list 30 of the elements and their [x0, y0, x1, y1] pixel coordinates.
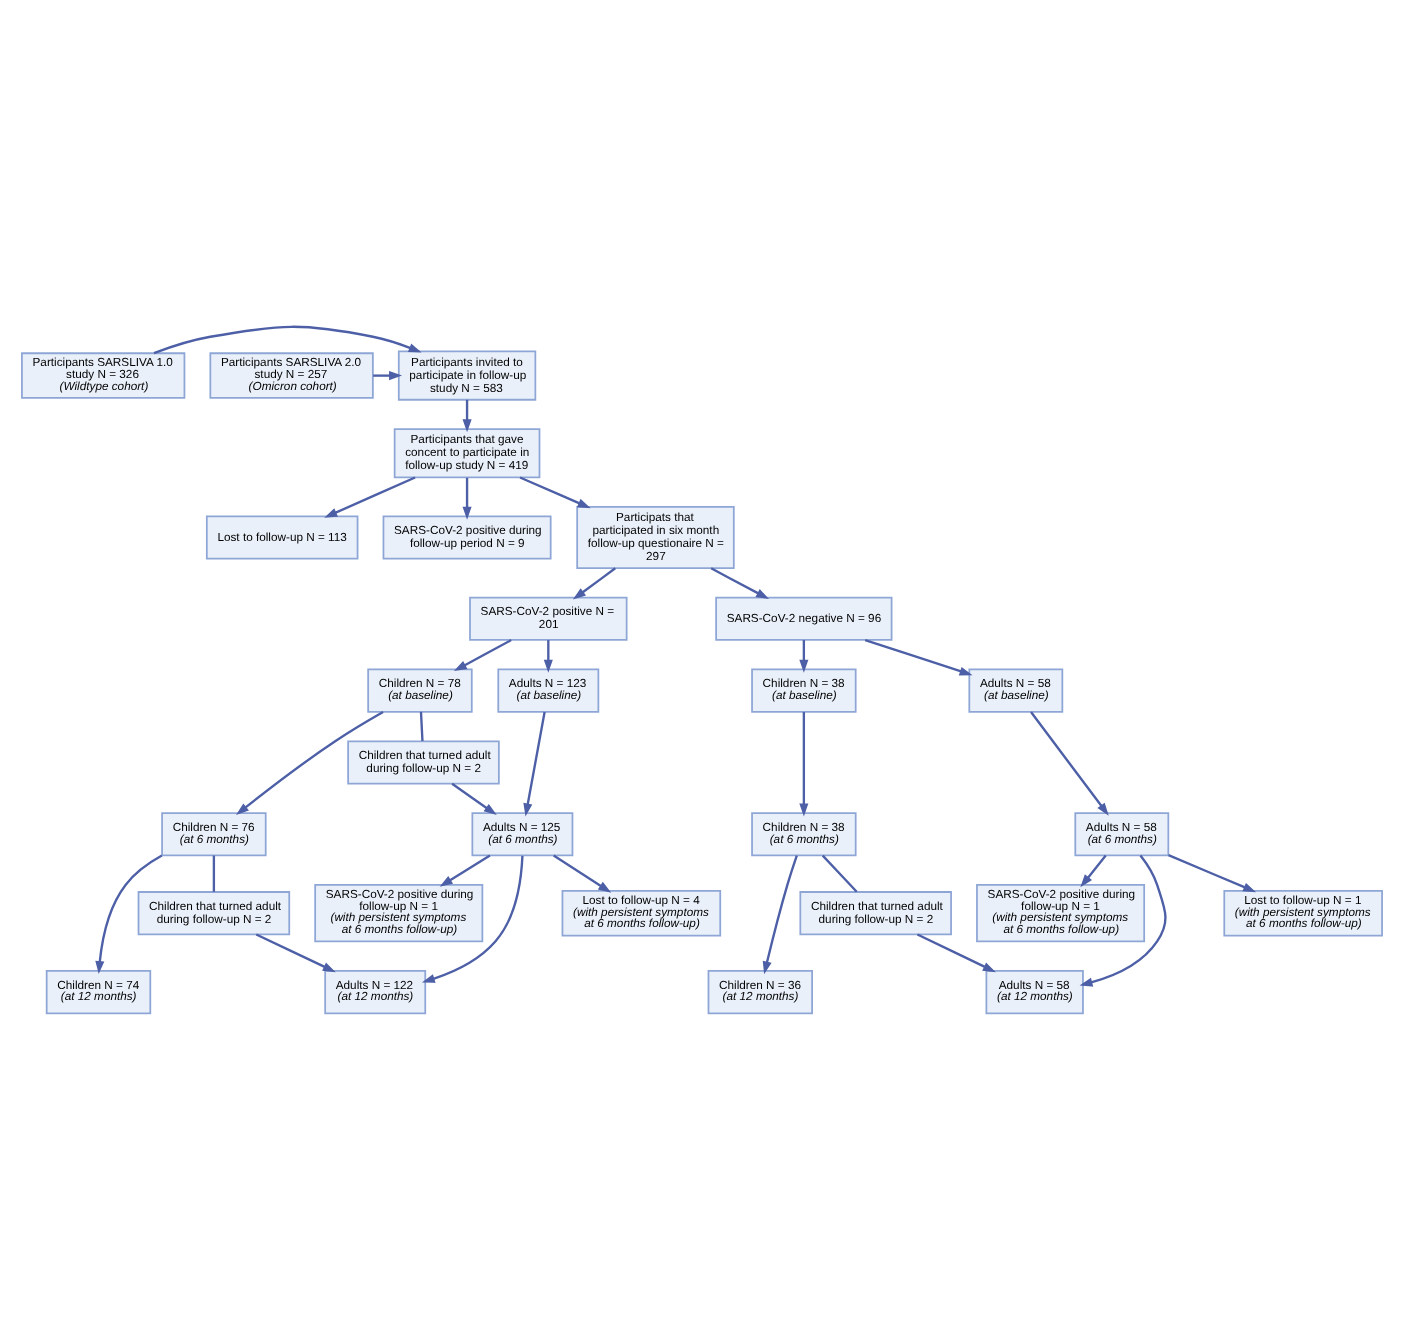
arrow: [373, 370, 403, 380]
arrow: [762, 854, 798, 974]
arrow: [799, 711, 809, 816]
arrow: [864, 637, 973, 675]
arrow: [1030, 710, 1109, 815]
arrow: [572, 566, 616, 599]
connector: [821, 853, 858, 892]
arrow: [916, 932, 996, 972]
arrow: [1168, 853, 1257, 892]
connector: [419, 710, 424, 741]
arrow: [451, 781, 497, 815]
arrow: [462, 398, 472, 432]
arrow: [519, 475, 591, 508]
arrow: [1079, 853, 1167, 986]
arrow: [236, 710, 384, 815]
arrow: [799, 639, 809, 672]
arrow: [543, 639, 553, 672]
arrow: [95, 853, 163, 974]
arrow: [1080, 853, 1107, 887]
arrow: [710, 566, 770, 599]
arrow: [153, 324, 422, 354]
arrow: [324, 475, 416, 517]
arrow: [462, 476, 472, 519]
arrow: [553, 853, 612, 892]
arrow: [453, 638, 512, 671]
arrow: [255, 932, 336, 972]
connector: [212, 854, 216, 891]
arrow: [421, 854, 524, 982]
arrow: [523, 710, 546, 816]
arrow: [439, 853, 491, 886]
